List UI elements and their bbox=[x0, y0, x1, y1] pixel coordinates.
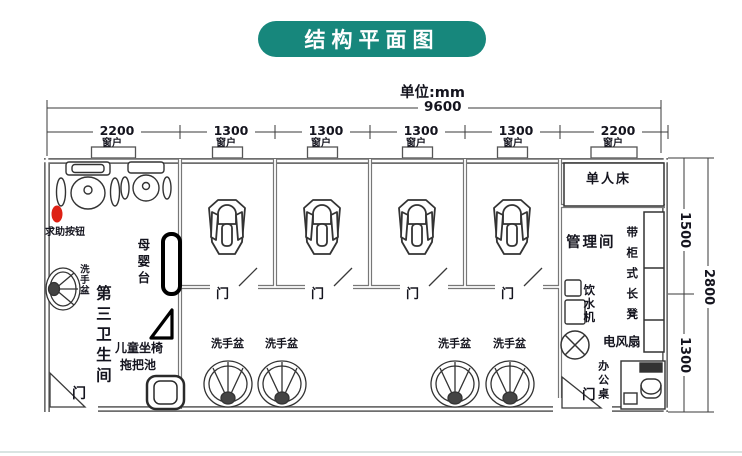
sink-label: 洗手盆 bbox=[265, 337, 298, 350]
window-label: 窗户 bbox=[406, 138, 426, 149]
window-label: 窗户 bbox=[603, 138, 623, 149]
unit-label: 单位:mm bbox=[400, 85, 466, 101]
dim-right-upper: 1500 bbox=[676, 209, 692, 252]
squat-toilet-icon bbox=[208, 199, 246, 255]
interior-walls-core bbox=[179, 159, 665, 409]
single-bed-icon bbox=[563, 162, 665, 207]
page-title-text: 结构平面图 bbox=[304, 28, 440, 52]
door-label: 门 bbox=[582, 387, 596, 403]
door-label: 门 bbox=[406, 287, 420, 302]
single-bed-label: 单人床 bbox=[586, 172, 632, 187]
dim-right-total: 2800 bbox=[700, 266, 716, 309]
wall-sink-label: 洗手盆 bbox=[77, 264, 89, 296]
page-divider bbox=[0, 451, 742, 453]
dim-total-width: 9600 bbox=[420, 99, 466, 116]
sink-label: 洗手盆 bbox=[493, 337, 526, 350]
office-desk-label: 办公桌 bbox=[596, 360, 610, 402]
water-dispenser-label: 饮水机 bbox=[582, 284, 597, 325]
dim-segment: 1300 bbox=[397, 123, 445, 139]
sink-icon bbox=[257, 360, 307, 408]
door-label: 门 bbox=[72, 386, 86, 402]
window-label: 窗户 bbox=[503, 138, 523, 149]
squat-toilet-icon bbox=[303, 199, 341, 255]
window-label: 窗户 bbox=[102, 138, 122, 149]
office-desk-icon bbox=[620, 360, 666, 410]
management-room-label: 管理间 bbox=[566, 235, 616, 251]
sink-icon bbox=[430, 360, 480, 408]
squat-toilet-icon bbox=[398, 199, 436, 255]
squat-toilet-icon bbox=[493, 199, 531, 255]
dim-segment: 2200 bbox=[93, 123, 141, 139]
cabinet-bench-icon bbox=[643, 211, 665, 353]
electric-fan-label: 电风扇 bbox=[603, 334, 641, 349]
fan-icon bbox=[560, 330, 590, 360]
dim-segment: 1300 bbox=[492, 123, 540, 139]
sink-label: 洗手盆 bbox=[211, 337, 244, 350]
sink-label: 洗手盆 bbox=[438, 337, 471, 350]
baby-table-label: 母婴台 bbox=[135, 238, 151, 288]
window-icons bbox=[90, 146, 638, 159]
door-label: 门 bbox=[216, 287, 230, 302]
toilet-icon bbox=[55, 161, 121, 210]
sink-icon bbox=[485, 360, 535, 408]
third-restroom-label: 第三卫生间 bbox=[93, 285, 112, 388]
child-seat-icon bbox=[149, 308, 174, 340]
dim-segment: 1300 bbox=[302, 123, 350, 139]
help-button-icon bbox=[51, 205, 63, 223]
mop-pool-icon bbox=[145, 374, 186, 411]
dim-segment: 2200 bbox=[594, 123, 642, 139]
water-dispenser-icon bbox=[564, 279, 586, 325]
help-button-label: 求助按钮 bbox=[45, 227, 85, 238]
mop-pool-label: 拖把池 bbox=[120, 358, 157, 372]
child-seat-label: 儿童坐椅 bbox=[115, 341, 164, 355]
window-label: 窗户 bbox=[216, 138, 236, 149]
counter-sink-icons bbox=[203, 360, 535, 408]
cabinet-bench-label: 带柜式长凳 bbox=[625, 226, 640, 329]
dim-segment: 1300 bbox=[207, 123, 255, 139]
wash-basin-icon bbox=[45, 267, 81, 311]
door-label: 门 bbox=[311, 287, 325, 302]
door-label: 门 bbox=[501, 287, 515, 302]
door-swings bbox=[49, 267, 603, 409]
page-title: 结构平面图 bbox=[258, 21, 486, 57]
window-label: 窗户 bbox=[311, 138, 331, 149]
baby-changing-table-icon bbox=[161, 232, 182, 296]
dim-right-lower: 1300 bbox=[676, 334, 692, 377]
sink-icon bbox=[203, 360, 253, 408]
toilet-icon bbox=[120, 161, 172, 202]
